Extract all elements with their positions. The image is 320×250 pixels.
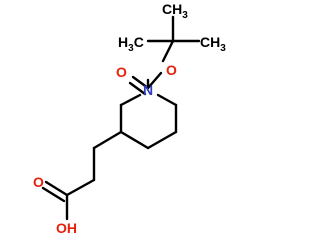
bond-c4-c3 (119, 130, 150, 150)
atom-ch3-right: CH3 (200, 34, 226, 54)
bond-n-c6 (156, 93, 178, 107)
bond-o-ester-c-carbonyl (146, 71, 163, 90)
atom-ch3-top: CH3 (162, 1, 188, 21)
bond-c-carbonyl-o-1 (131, 75, 150, 90)
bond-c-carbonyl-o-2 (128, 81, 147, 96)
bond-ch2-cooh (65, 178, 96, 197)
atom-o-carbonyl: O (116, 64, 127, 80)
structure-svg: H3C CH3 CH3 O O N O OH (33, 1, 226, 236)
atom-h3c-left: H3C (118, 34, 144, 54)
bond-cooh-o-double-1 (44, 180, 69, 197)
atom-oh-acid: OH (56, 220, 77, 236)
bond-cooh-o-double-2 (41, 186, 66, 203)
bond-c-o-ester (161, 39, 175, 63)
atom-o-acid-carbonyl: O (33, 174, 44, 190)
atom-n-ring: N (143, 82, 153, 98)
bond-c3-ch2 (92, 130, 123, 150)
atom-o-ester: O (166, 62, 177, 78)
molecule-diagram: H3C CH3 CH3 O O N O OH (33, 1, 226, 236)
bond-c5-c4 (146, 130, 178, 150)
bond-n-c2 (119, 93, 142, 107)
